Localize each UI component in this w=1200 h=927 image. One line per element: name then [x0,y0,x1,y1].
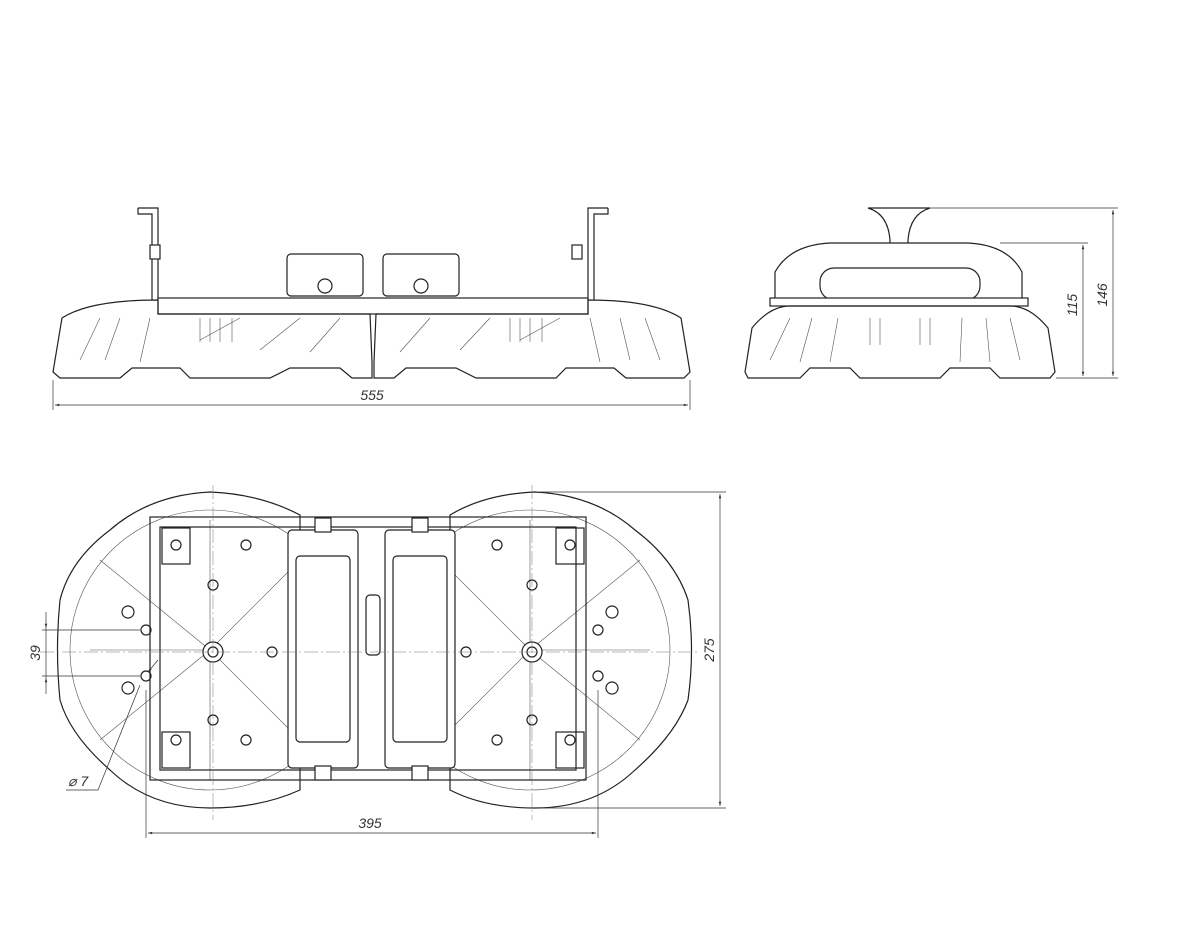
dim-height-146: 146 [1094,283,1110,307]
dim-hole-diameter-7: ⌀ 7 [68,773,89,789]
dim-depth-275: 275 [701,638,717,663]
dim-height-115: 115 [1064,294,1080,317]
top-view: 39 ⌀ 7 275 395 [27,485,726,838]
side-view: 115 146 [744,207,1118,379]
front-view: 555 [52,207,691,410]
dim-mount-spacing-395: 395 [358,815,382,831]
dim-hole-spacing-39: 39 [27,645,43,661]
dim-width-555: 555 [360,387,384,403]
